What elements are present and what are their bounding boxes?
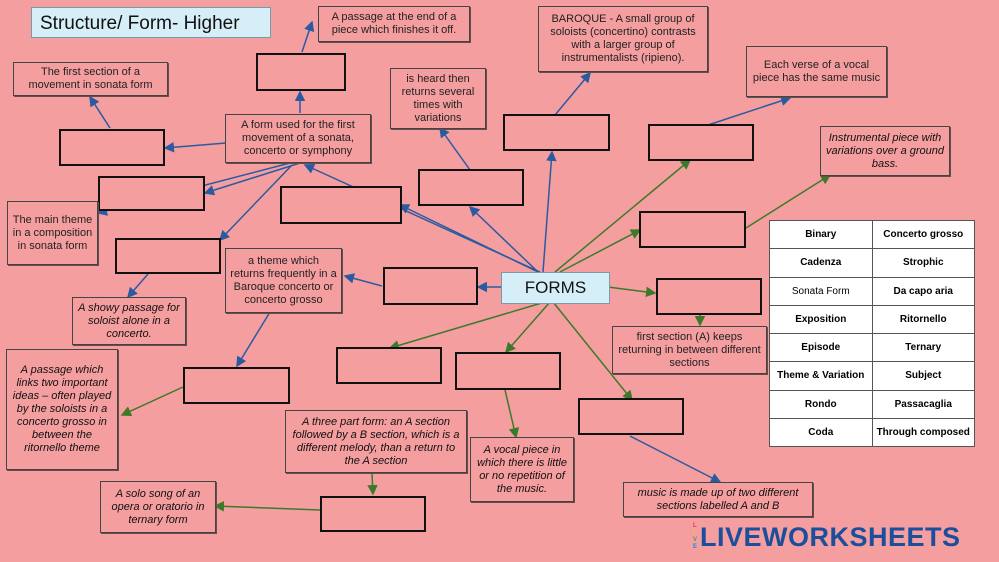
word-bank-cell[interactable]: Ritornello (871, 304, 975, 335)
page-title: Structure/ Form- Higher (31, 7, 271, 38)
word-bank-cell[interactable]: Cadenza (769, 248, 873, 278)
answer-box-concerto-grosso[interactable] (503, 114, 610, 151)
answer-box-through-composed[interactable] (455, 352, 561, 390)
clue-showy-passage: A showy passage for soloist alone in a c… (72, 297, 186, 345)
clue-rondo: first section (A) keeps returning in bet… (612, 326, 767, 374)
word-bank-cell[interactable]: Exposition (769, 304, 873, 335)
answer-box-sonata-form[interactable] (98, 176, 205, 211)
answer-box-binary[interactable] (578, 398, 684, 435)
answer-box-theme-variation[interactable] (418, 169, 524, 206)
word-bank-cell[interactable]: Ternary (871, 332, 975, 363)
answer-box-episode[interactable] (183, 367, 290, 404)
answer-box-passacaglia[interactable] (639, 211, 746, 248)
word-bank-cell[interactable]: Through composed (871, 417, 975, 448)
clue-sonata-form: A form used for the first movement of a … (225, 114, 371, 163)
word-bank-cell[interactable]: Theme & Variation (769, 361, 873, 391)
clue-first-section: The first section of a movement in sonat… (13, 62, 168, 96)
clue-aria: A solo song of an opera or oratorio in t… (100, 481, 216, 533)
answer-box-ternary[interactable] (336, 347, 442, 384)
word-bank-cell[interactable]: Concerto grosso (871, 219, 975, 250)
clue-strophic: Each verse of a vocal piece has the same… (746, 46, 887, 97)
clue-variations: is heard then returns several times with… (390, 68, 486, 129)
word-bank-cell[interactable]: Subject (871, 361, 975, 391)
word-bank-cell[interactable]: Episode (769, 332, 873, 363)
clue-ternary: A three part form: an A section followed… (285, 410, 467, 473)
live-vertical-letters: L I V E (693, 523, 698, 550)
clue-ground-bass: Instrumental piece with variations over … (820, 126, 950, 176)
word-bank-cell[interactable]: Coda (769, 417, 873, 448)
logo-wordmark: LIVEWORKSHEETS (700, 521, 961, 552)
center-node-forms: FORMS (501, 272, 610, 304)
answer-box-strophic[interactable] (648, 124, 754, 161)
clue-baroque: BAROQUE - A small group of soloists (con… (538, 6, 708, 72)
word-bank-cell[interactable]: Passacaglia (871, 389, 975, 419)
liveworksheets-logo: L I V E LIVEWORKSHEETS (693, 522, 961, 552)
clue-end-passage: A passage at the end of a piece which fi… (318, 6, 470, 42)
clue-main-theme: The main theme in a composition in sonat… (7, 201, 98, 265)
answer-box-coda[interactable] (256, 53, 346, 91)
word-bank-cell[interactable]: Rondo (769, 389, 873, 419)
answer-box-da-capo-aria[interactable] (320, 496, 426, 532)
answer-box-subject[interactable] (280, 186, 402, 224)
answer-box-exposition[interactable] (59, 129, 165, 166)
answer-box-cadenza[interactable] (115, 238, 221, 274)
clue-through-composed: A vocal piece in which there is little o… (470, 437, 574, 502)
word-bank-cell[interactable]: Sonata Form (769, 276, 873, 306)
clue-ritornello: a theme which returns frequently in a Ba… (225, 248, 342, 313)
clue-binary: music is made up of two different sectio… (623, 482, 813, 517)
answer-box-ritornello[interactable] (383, 267, 478, 305)
word-bank-cell[interactable]: Da capo aria (871, 276, 975, 306)
word-bank-cell[interactable]: Binary (769, 219, 873, 250)
word-bank-cell[interactable]: Strophic (871, 248, 975, 278)
clue-link-passage: A passage which links two important idea… (6, 349, 118, 470)
answer-box-rondo[interactable] (656, 278, 762, 315)
